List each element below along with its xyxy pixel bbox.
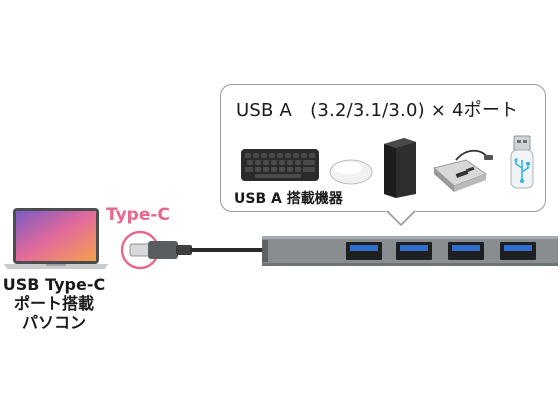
usb-a-port-2 (396, 242, 432, 260)
laptop-label-line2: ポート搭載 (13, 294, 94, 313)
callout-caption: USB A 搭載機器 (234, 191, 343, 207)
usb-a-port-3 (448, 242, 484, 260)
callout-tail (386, 210, 416, 227)
usb-a-port-4 (500, 242, 536, 260)
laptop-icon (4, 208, 108, 269)
usb-flash-drive-icon (510, 135, 534, 189)
mouse-icon (329, 159, 373, 185)
usb-a-port-1 (346, 242, 382, 260)
callout-title: USB A (3.2/3.1/3.0) × 4ポート (236, 100, 519, 121)
card-reader-icon (432, 149, 493, 192)
usb-c-plug-icon (120, 230, 268, 270)
external-drive-icon (384, 138, 416, 198)
laptop-label-line3: パソコン (21, 313, 86, 332)
laptop-label-line1: USB Type-C (2, 275, 106, 294)
keyboard-icon (241, 149, 319, 181)
callout-bubble (220, 84, 546, 212)
typec-label: Type-C (106, 205, 170, 225)
usb-hub-icon (262, 236, 558, 266)
laptop-label: USB Type-C ポート搭載 パソコン (0, 275, 108, 332)
